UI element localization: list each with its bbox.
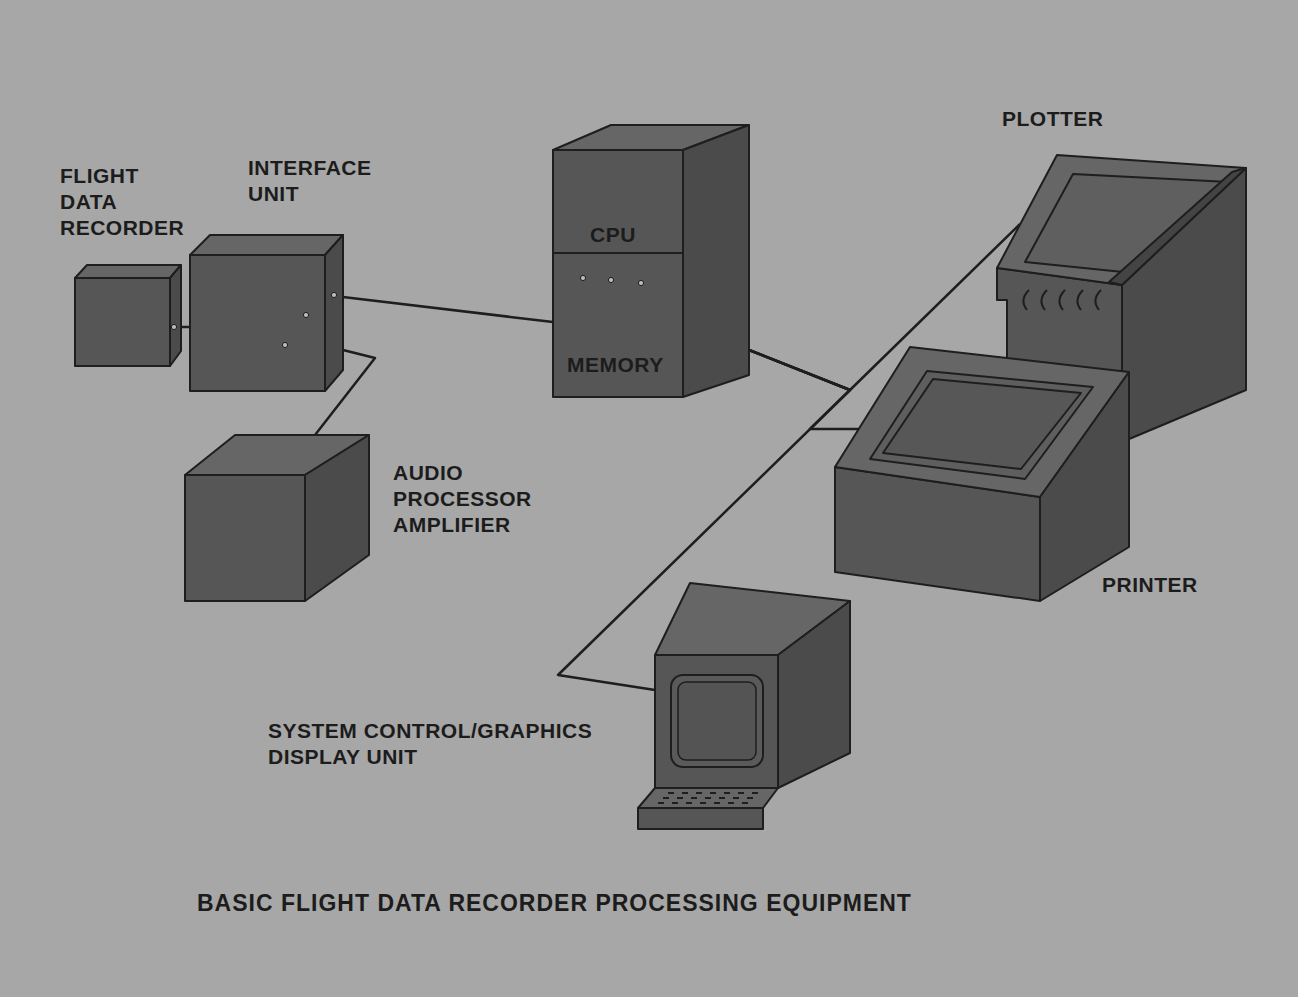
equipment-label: AUDIO PROCESSOR AMPLIFIER <box>393 460 553 538</box>
system-control-display: SYSTEM CONTROL/GRAPHICS DISPLAY UNIT <box>638 583 850 829</box>
equipment-drawing <box>75 263 181 366</box>
equipment-label: INTERFACE UNIT <box>248 155 398 207</box>
cable <box>181 326 190 329</box>
equipment-drawing <box>835 347 1129 601</box>
cable <box>343 297 553 322</box>
equipment-label: PLOTTER <box>1002 106 1142 132</box>
equipment-drawing <box>190 235 343 391</box>
cable <box>749 350 859 429</box>
flight-data-recorder: FLIGHT DATA RECORDER <box>75 263 181 366</box>
section-label: MEMORY <box>567 352 677 378</box>
section-label: CPU <box>590 222 650 248</box>
equipment-label: FLIGHT DATA RECORDER <box>60 163 200 241</box>
interface-unit: INTERFACE UNIT <box>190 235 343 391</box>
equipment-label: SYSTEM CONTROL/GRAPHICS DISPLAY UNIT <box>268 718 648 770</box>
caption: BASIC FLIGHT DATA RECORDER PROCESSING EQ… <box>197 890 912 917</box>
printer: PRINTER <box>835 347 1129 601</box>
equipment-label: PRINTER <box>1102 572 1232 598</box>
cpu-memory-cabinet: CPU MEMORY <box>553 125 749 397</box>
audio-processor-amplifier: AUDIO PROCESSOR AMPLIFIER <box>185 430 369 601</box>
equipment-drawing <box>185 430 369 601</box>
equipment-drawing <box>638 583 850 829</box>
